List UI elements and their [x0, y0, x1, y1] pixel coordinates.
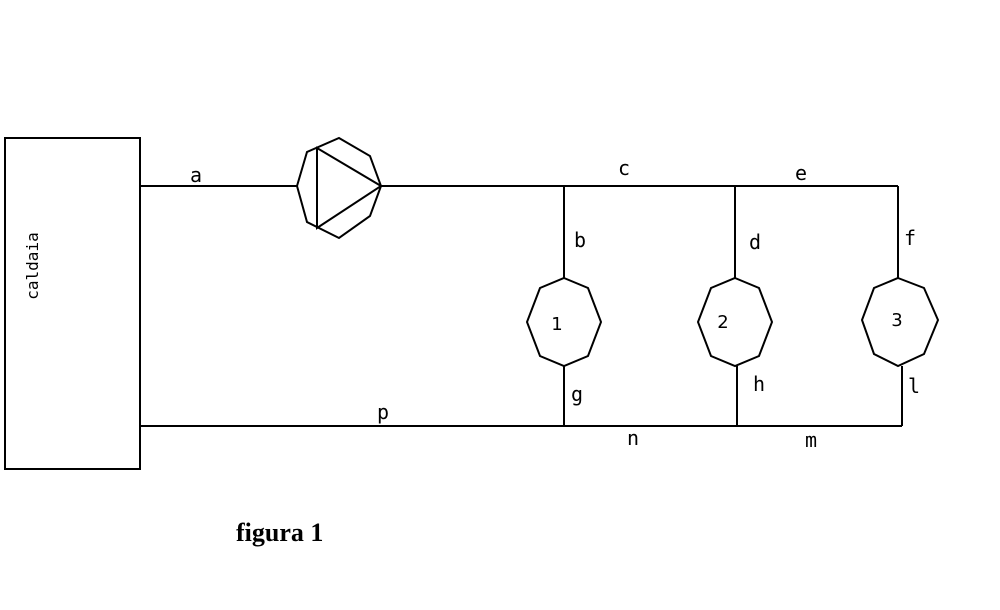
radiator-1: 1 [525, 276, 603, 368]
boiler: caldaia [4, 137, 141, 470]
label-m: m [805, 428, 817, 452]
pump-arrow [316, 146, 383, 230]
label-n: n [627, 426, 639, 450]
label-e: e [795, 161, 807, 185]
label-g: g [571, 382, 583, 406]
radiator-3-body [860, 276, 940, 368]
radiator-1-body [525, 276, 603, 368]
label-c: c [618, 156, 630, 180]
pump-body [295, 136, 383, 240]
radiator-3-label: 3 [891, 310, 902, 331]
label-a: a [190, 163, 202, 187]
boiler-box [4, 137, 141, 470]
radiator-1-label: 1 [551, 314, 562, 335]
label-h: h [753, 372, 765, 396]
label-b: b [574, 228, 586, 252]
branch-pipes [563, 186, 903, 426]
label-f: f [904, 226, 916, 250]
label-d: d [749, 230, 761, 254]
boiler-label: caldaia [23, 232, 42, 299]
segment-labels: a c e b d f g h l p n m [190, 156, 920, 452]
label-l: l [908, 374, 920, 398]
radiator-2: 2 [696, 276, 774, 368]
label-p: p [377, 400, 389, 424]
radiator-2-label: 2 [717, 312, 728, 333]
radiator-2-body [696, 276, 774, 368]
pump-icon [295, 136, 383, 240]
figure-caption: figura 1 [236, 518, 323, 547]
radiator-3: 3 [860, 276, 940, 368]
